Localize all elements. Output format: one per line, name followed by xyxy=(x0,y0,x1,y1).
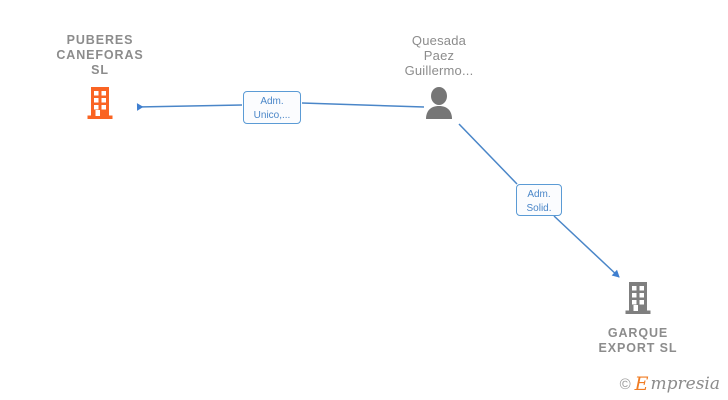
edge-solid-label-to-garque xyxy=(553,215,620,278)
node-company-puberes[interactable]: PUBERES CANEFORAS SL xyxy=(23,33,177,125)
node-label-quesada: Quesada Paez Guillermo... xyxy=(404,33,474,78)
node-label-puberes: PUBERES CANEFORAS SL xyxy=(56,33,144,77)
person-icon[interactable] xyxy=(375,87,503,124)
copyright-icon: © xyxy=(619,376,631,393)
node-label-garque: GARQUE EXPORT SL xyxy=(598,326,678,355)
edge-label-adm-solid[interactable]: Adm. Solid. xyxy=(516,184,562,216)
edge-quesada-to-solid-label xyxy=(458,123,518,185)
watermark-empresia: © E mpresia xyxy=(620,375,720,394)
edge-quesada-to-unico-label xyxy=(301,102,425,108)
edge-label-adm-unico[interactable]: Adm. Unico,... xyxy=(243,91,301,124)
brand-initial: E xyxy=(634,373,649,395)
building-icon[interactable] xyxy=(568,281,708,320)
edge-unico-label-to-puberes xyxy=(136,103,243,111)
node-company-garque[interactable]: GARQUE EXPORT SL xyxy=(568,281,708,356)
brand-name: mpresia xyxy=(650,374,721,394)
building-icon[interactable] xyxy=(23,86,177,125)
node-person-quesada[interactable]: Quesada Paez Guillermo... xyxy=(375,33,503,124)
